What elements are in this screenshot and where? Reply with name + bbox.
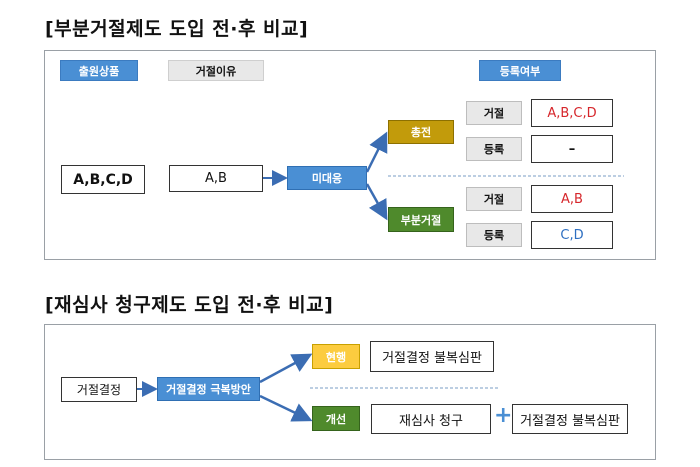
no-response-box: 미대응 — [287, 166, 367, 190]
header-applied-goods: 출원상품 — [60, 60, 138, 81]
total-register-value: – — [531, 135, 613, 163]
improved-appeal-box: 거절결정 불복심판 — [512, 404, 628, 434]
arrow-to-improved — [259, 394, 313, 422]
partial-register-value: C,D — [531, 221, 613, 249]
partial-reject-value: A,B — [531, 185, 613, 213]
goods-box: A,B,C,D — [61, 165, 145, 194]
section2-title: [재심사 청구제도 도입 전·후 비교] — [45, 294, 334, 316]
label-register-2: 등록 — [466, 223, 522, 247]
plus-icon: + — [494, 403, 513, 428]
rejection-decision-box: 거절결정 — [61, 377, 137, 402]
remedy-box: 거절결정 극복방안 — [157, 377, 260, 401]
label-reject-1: 거절 — [466, 101, 522, 125]
arrow-to-total — [365, 131, 388, 173]
arrow-to-partial — [365, 183, 388, 221]
reexamination-box: 재심사 청구 — [371, 404, 491, 434]
partial-rejection-box: 부분거절 — [388, 207, 454, 232]
label-register-1: 등록 — [466, 137, 522, 161]
header-rejection-reason: 거절이유 — [168, 60, 264, 81]
total-reject-value: A,B,C,D — [531, 99, 613, 127]
improved-box: 개선 — [312, 406, 360, 431]
current-appeal-box: 거절결정 불복심판 — [370, 341, 494, 372]
header-registration-status: 등록여부 — [479, 60, 561, 81]
current-box: 현행 — [312, 344, 360, 369]
total-rejection-box: 총전 — [388, 120, 454, 144]
section1-title: [부분거절제도 도입 전·후 비교] — [45, 18, 309, 40]
label-reject-2: 거절 — [466, 187, 522, 211]
reason-box: A,B — [169, 165, 263, 192]
arrow-to-current — [259, 353, 313, 384]
